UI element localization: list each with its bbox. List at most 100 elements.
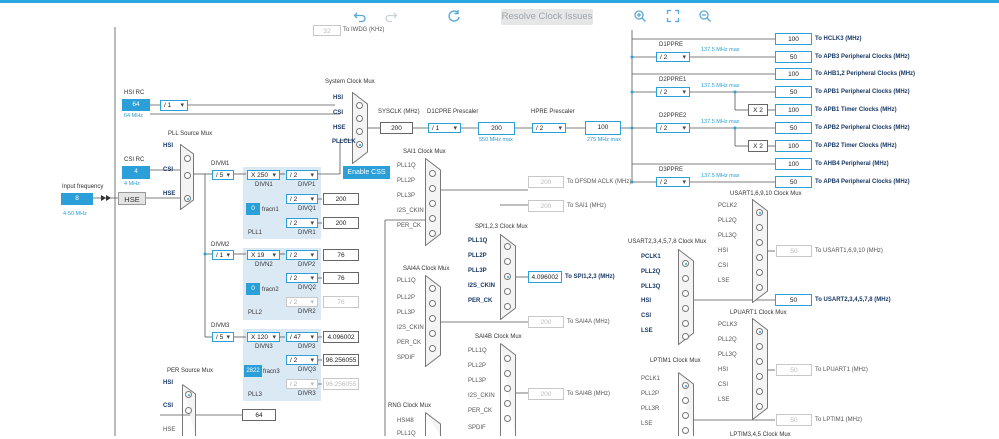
lpuart-lse-radio[interactable] — [756, 403, 763, 410]
per-src-in-hsi: HSI — [163, 380, 174, 386]
usart23-hsi-radio[interactable] — [682, 305, 689, 312]
input-frequency-value[interactable]: 8 — [61, 193, 93, 205]
per-src-csi-radio[interactable] — [185, 407, 192, 414]
d1cpre-value: 200 — [478, 122, 515, 135]
hsi-rc-value[interactable]: 64 — [122, 99, 150, 111]
pll3-divn-select[interactable]: X 120 — [247, 332, 280, 342]
hpre-select[interactable]: / 2 — [532, 123, 566, 133]
sys-hse-radio[interactable] — [356, 128, 363, 135]
apb1-value: 50 — [775, 86, 812, 98]
lptim1-pll2p-radio[interactable] — [682, 397, 689, 404]
lptim1-out-value: 50 — [776, 414, 812, 426]
spi-i2s-radio[interactable] — [504, 288, 511, 295]
spi-pll1q-radio[interactable] — [504, 243, 511, 250]
iwdg-value[interactable]: 32 — [313, 25, 341, 36]
enable-css-button[interactable]: Enable CSS — [343, 166, 390, 179]
usart16-lse-radio[interactable] — [756, 284, 763, 291]
usart16-hsi-radio[interactable] — [756, 254, 763, 261]
sai4b-perck-radio[interactable] — [504, 415, 511, 422]
usart16-pll2q-radio[interactable] — [756, 224, 763, 231]
d3ppre-select[interactable]: / 2 — [656, 177, 690, 187]
pll-src-csi-radio[interactable] — [184, 172, 191, 179]
sai4a-pll3p-radio[interactable] — [429, 315, 436, 322]
pll1-divq-select[interactable]: / 2 — [286, 194, 318, 204]
pll3-fracn-value[interactable]: 2822 — [244, 365, 262, 377]
sai4b-pll2p-radio[interactable] — [504, 370, 511, 377]
lptim1-pll3r-radio[interactable] — [682, 412, 689, 419]
rng-clock-mux[interactable] — [425, 412, 441, 436]
hsi-div-select[interactable]: / 1 — [160, 100, 188, 111]
sai4a-pll1q-radio[interactable] — [429, 285, 436, 292]
apb1-timer-value: 100 — [775, 104, 812, 116]
zoom-out-icon[interactable] — [698, 9, 712, 23]
sai1-pll1q-radio[interactable] — [429, 170, 436, 177]
rng-in-hsi48: HSI48 — [397, 418, 414, 424]
usart16-pclk2-radio[interactable] — [756, 209, 763, 216]
pll1-fracn-value[interactable]: 0 — [246, 203, 260, 215]
csi-rc-freq: 4 MHz — [124, 181, 140, 187]
pll2-divq-select[interactable]: / 2 — [286, 273, 318, 283]
usart16-pll3q-radio[interactable] — [756, 239, 763, 246]
spi-pll3p-radio[interactable] — [504, 273, 511, 280]
refresh-icon[interactable] — [447, 9, 461, 23]
sai4b-i2s-radio[interactable] — [504, 400, 511, 407]
usart23-csi-radio[interactable] — [682, 320, 689, 327]
pll2-divr-select[interactable]: / 2 — [286, 297, 318, 307]
usart16-csi-radio[interactable] — [756, 269, 763, 276]
spi-perck-radio[interactable] — [504, 303, 511, 310]
pll-src-hsi-radio[interactable] — [184, 155, 191, 162]
sai4a-i2s-radio[interactable] — [429, 330, 436, 337]
redo-icon[interactable] — [384, 9, 398, 23]
usart23-pll2q-radio[interactable] — [682, 275, 689, 282]
lpuart-hsi-radio[interactable] — [756, 373, 763, 380]
pll2-divp-select[interactable]: / 2 — [286, 250, 318, 260]
sai1-pll3p-radio[interactable] — [429, 200, 436, 207]
pll3-divr-select[interactable]: / 2 — [286, 379, 318, 389]
sai4b-pll3p-radio[interactable] — [504, 385, 511, 392]
pll1-divp-select[interactable]: / 2 — [286, 170, 318, 180]
d1cpre-select[interactable]: / 1 — [428, 123, 461, 133]
pll2-divn-select[interactable]: X 19 — [247, 250, 280, 260]
pll2-fracn-value[interactable]: 0 — [246, 283, 260, 295]
lpuart-pll3q-radio[interactable] — [756, 358, 763, 365]
sys-csi-radio[interactable] — [356, 115, 363, 122]
resolve-clock-issues-button[interactable]: Resolve Clock Issues — [501, 9, 593, 25]
d1ppre-select[interactable]: / 2 — [656, 52, 690, 62]
lptim1-lse-radio[interactable] — [682, 427, 689, 434]
hse-block[interactable]: HSE — [118, 192, 146, 205]
pll3-divm-select[interactable]: / 5 — [212, 332, 234, 342]
usart23-pll3q-radio[interactable] — [682, 290, 689, 297]
spi-mux-title: SPI1,2,3 Clock Mux — [475, 224, 528, 230]
sai1-pll2p-radio[interactable] — [429, 185, 436, 192]
usart23-pclk1-radio[interactable] — [682, 260, 689, 267]
usart23-lse-radio[interactable] — [682, 333, 689, 340]
sai4b-pll1q-radio[interactable] — [504, 355, 511, 362]
lptim1-pclk1-radio[interactable] — [682, 382, 689, 389]
pll1-divm-select[interactable]: / 5 — [212, 170, 234, 180]
sai1-perck-radio[interactable] — [429, 230, 436, 237]
spi-pll2p-radio[interactable] — [504, 258, 511, 265]
lptim1-clock-mux[interactable] — [678, 372, 694, 436]
sai4a-perck-radio[interactable] — [429, 345, 436, 352]
lpuart-pclk3-radio[interactable] — [756, 328, 763, 335]
zoom-in-icon[interactable] — [633, 9, 647, 23]
d2ppre2-select[interactable]: / 2 — [656, 123, 690, 133]
per-src-hsi-radio[interactable] — [185, 391, 192, 398]
pll1-divr-select[interactable]: / 2 — [286, 218, 318, 228]
pll1-divn-select[interactable]: X 250 — [247, 170, 280, 180]
lpuart-pll2q-radio[interactable] — [756, 343, 763, 350]
sys-hsi-radio[interactable] — [356, 102, 363, 109]
pll3-divq-select[interactable]: / 2 — [286, 355, 318, 365]
csi-rc-value[interactable]: 4 — [122, 166, 150, 179]
undo-icon[interactable] — [353, 9, 367, 23]
pll-src-hse-radio[interactable] — [184, 195, 191, 202]
pll2-divm-select[interactable]: / 1 — [212, 250, 234, 260]
d2ppre1-select[interactable]: / 2 — [656, 87, 690, 97]
sys-pllclk-radio[interactable] — [356, 141, 363, 148]
fit-icon[interactable] — [666, 9, 680, 23]
lpuart-csi-radio[interactable] — [756, 388, 763, 395]
sai4a-pll2p-radio[interactable] — [429, 300, 436, 307]
sai1-i2s-radio[interactable] — [429, 215, 436, 222]
pll3-divp-select[interactable]: / 47 — [286, 332, 318, 342]
